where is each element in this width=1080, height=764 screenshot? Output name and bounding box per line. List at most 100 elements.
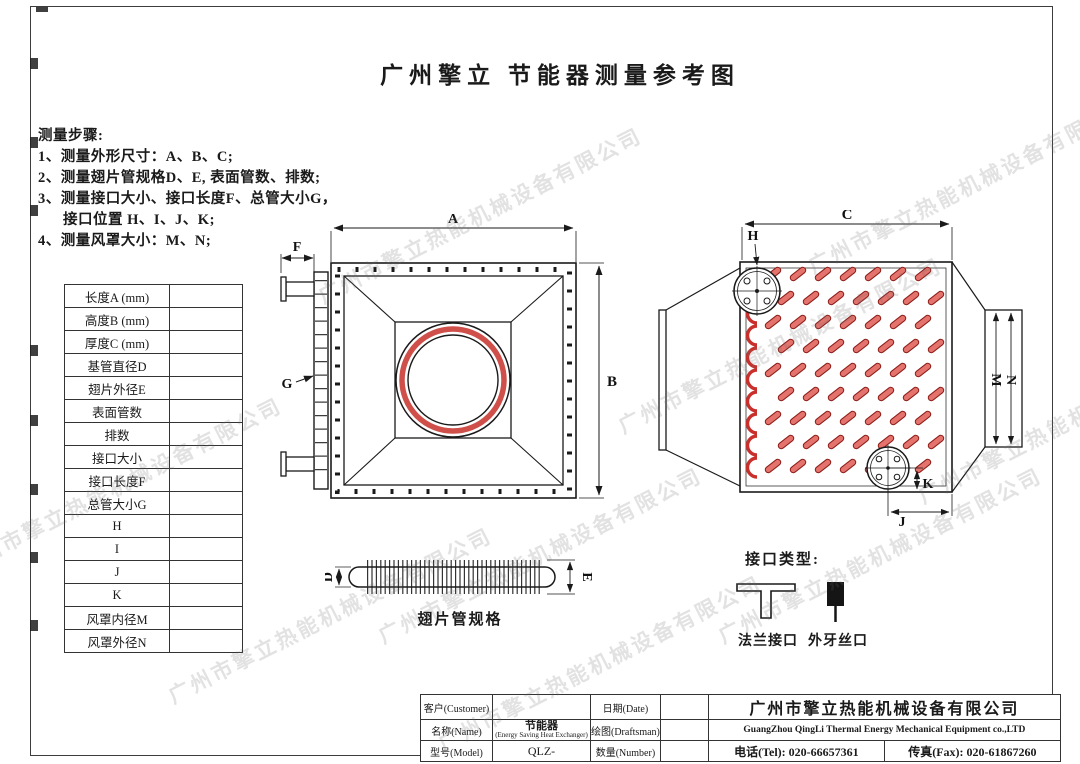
measure-row-label: 基管直径D xyxy=(64,353,170,377)
steps-heading: 测量步骤: xyxy=(38,128,104,144)
header-circle-top xyxy=(732,266,782,316)
step-line: 3、测量接口大小、接口长度F、总管大小G， xyxy=(38,191,337,207)
table-row: 表面管数 xyxy=(64,399,243,423)
dim-label-e: E xyxy=(579,572,594,581)
step-line: 4、测量风罩大小：M、N; xyxy=(38,233,212,249)
name-value-en: (Energy Saving Heat Exchanger) xyxy=(495,731,588,740)
dim-label-a: A xyxy=(448,212,459,227)
step-line: 接口位置 H、I、J、K; xyxy=(63,212,215,228)
registration-mark xyxy=(30,205,38,216)
dim-label-n: N xyxy=(1003,375,1018,385)
measure-row-label: 表面管数 xyxy=(64,399,170,423)
measure-row-label: 翅片外径E xyxy=(64,376,170,400)
title-block: 客户(Customer) 日期(Date) 广州市擎立热能机械设备有限公司 名称… xyxy=(420,694,1061,762)
table-row: 总管大小G xyxy=(64,491,243,515)
company-name-cn: 广州市擎立热能机械设备有限公司 xyxy=(707,694,1061,720)
measurement-table: 长度A (mm) 高度B (mm) 厚度C (mm) 基管直径D 翅片外径E 表… xyxy=(64,284,243,653)
title-block-row: 名称(Name) 节能器 (Energy Saving Heat Exchang… xyxy=(420,719,1061,741)
measure-row-value xyxy=(169,491,243,515)
measure-row-label: 厚度C (mm) xyxy=(64,330,170,354)
dim-label-c: C xyxy=(842,210,853,223)
table-row: J xyxy=(64,560,243,584)
name-label: 名称(Name) xyxy=(420,719,493,741)
registration-mark xyxy=(30,345,38,356)
step-line: 1、测量外形尺寸：A、B、C; xyxy=(38,149,234,165)
connection-types-heading: 接口类型: xyxy=(745,552,820,568)
dim-label-k: K xyxy=(923,477,934,492)
fax: 传真(Fax): 020-61867260 xyxy=(883,740,1061,762)
registration-mark xyxy=(30,484,38,495)
measure-row-value xyxy=(169,445,243,469)
thread-connection-icon xyxy=(827,582,844,622)
registration-mark xyxy=(30,137,38,148)
page-title: 广州擎立 节能器测量参考图 xyxy=(380,63,740,88)
measure-row-label: 排数 xyxy=(64,422,170,446)
measure-row-value xyxy=(169,399,243,423)
finned-tube-drawing: D E xyxy=(321,548,595,615)
customer-value xyxy=(492,694,591,720)
number-value xyxy=(659,740,709,762)
table-row: 风罩外径N xyxy=(64,629,243,653)
table-row: H xyxy=(64,514,243,538)
table-row: 接口大小 xyxy=(64,445,243,469)
measure-row-label: 接口长度F xyxy=(64,468,170,492)
measure-row-value xyxy=(169,560,243,584)
dim-label-b: B xyxy=(607,374,617,390)
side-view: C H M N K J xyxy=(645,207,1080,545)
date-label: 日期(Date) xyxy=(590,694,661,720)
registration-mark xyxy=(30,415,38,426)
table-row: 接口长度F xyxy=(64,468,243,492)
dim-label-h: H xyxy=(748,229,759,244)
title-block-row: 客户(Customer) 日期(Date) 广州市擎立热能机械设备有限公司 xyxy=(420,694,1061,720)
measure-row-value xyxy=(169,284,243,308)
model-value: QLZ- xyxy=(492,740,591,762)
measure-row-label: 高度B (mm) xyxy=(64,307,170,331)
front-view: A F G B xyxy=(268,210,638,515)
measure-row-value xyxy=(169,468,243,492)
measure-row-value xyxy=(169,353,243,377)
dim-label-f: F xyxy=(293,240,302,255)
measure-row-value xyxy=(169,629,243,653)
title-block-row: 型号(Model) QLZ- 数量(Number) 电话(Tel): 020-6… xyxy=(420,740,1061,762)
customer-label: 客户(Customer) xyxy=(420,694,493,720)
table-row: 排数 xyxy=(64,422,243,446)
step-line: 2、测量翅片管规格D、E, 表面管数、排数; xyxy=(38,170,321,186)
measure-row-value xyxy=(169,583,243,607)
table-row: I xyxy=(64,537,243,561)
telephone: 电话(Tel): 020-66657361 xyxy=(707,740,885,762)
measure-row-value xyxy=(169,330,243,354)
registration-mark xyxy=(30,552,38,563)
measure-row-label: 风罩内径M xyxy=(64,606,170,630)
measure-row-value xyxy=(169,376,243,400)
tube-field xyxy=(764,266,945,474)
measure-row-label: K xyxy=(64,583,170,607)
name-value: 节能器 (Energy Saving Heat Exchanger) xyxy=(492,719,591,741)
finned-tube-shape xyxy=(335,559,575,595)
flange-connection-icon xyxy=(736,583,796,619)
measure-row-value xyxy=(169,422,243,446)
measure-row-value xyxy=(169,606,243,630)
finned-tube-caption: 翅片管规格 xyxy=(417,612,503,628)
measure-row-value xyxy=(169,537,243,561)
company-name-en: GuangZhou QingLi Thermal Energy Mechanic… xyxy=(707,719,1061,741)
registration-mark xyxy=(30,58,38,69)
return-bends xyxy=(745,302,758,479)
table-row: 高度B (mm) xyxy=(64,307,243,331)
measure-row-value xyxy=(169,307,243,331)
measure-row-value xyxy=(169,514,243,538)
draftsman-label: 绘图(Draftsman) xyxy=(590,719,661,741)
table-row: 厚度C (mm) xyxy=(64,330,243,354)
registration-mark xyxy=(36,7,48,12)
dim-label-d: D xyxy=(325,572,336,582)
side-view-dimensions xyxy=(887,312,1015,516)
table-row: 长度A (mm) xyxy=(64,284,243,308)
table-row: 基管直径D xyxy=(64,353,243,377)
flange-connection-label: 法兰接口 xyxy=(738,634,798,649)
date-value xyxy=(659,694,709,720)
connection-types xyxy=(715,572,925,633)
measure-row-label: H xyxy=(64,514,170,538)
dim-label-m: M xyxy=(988,373,1003,386)
dim-label-j: J xyxy=(899,515,906,530)
model-label: 型号(Model) xyxy=(420,740,493,762)
thread-connection-label: 外牙丝口 xyxy=(808,634,868,649)
